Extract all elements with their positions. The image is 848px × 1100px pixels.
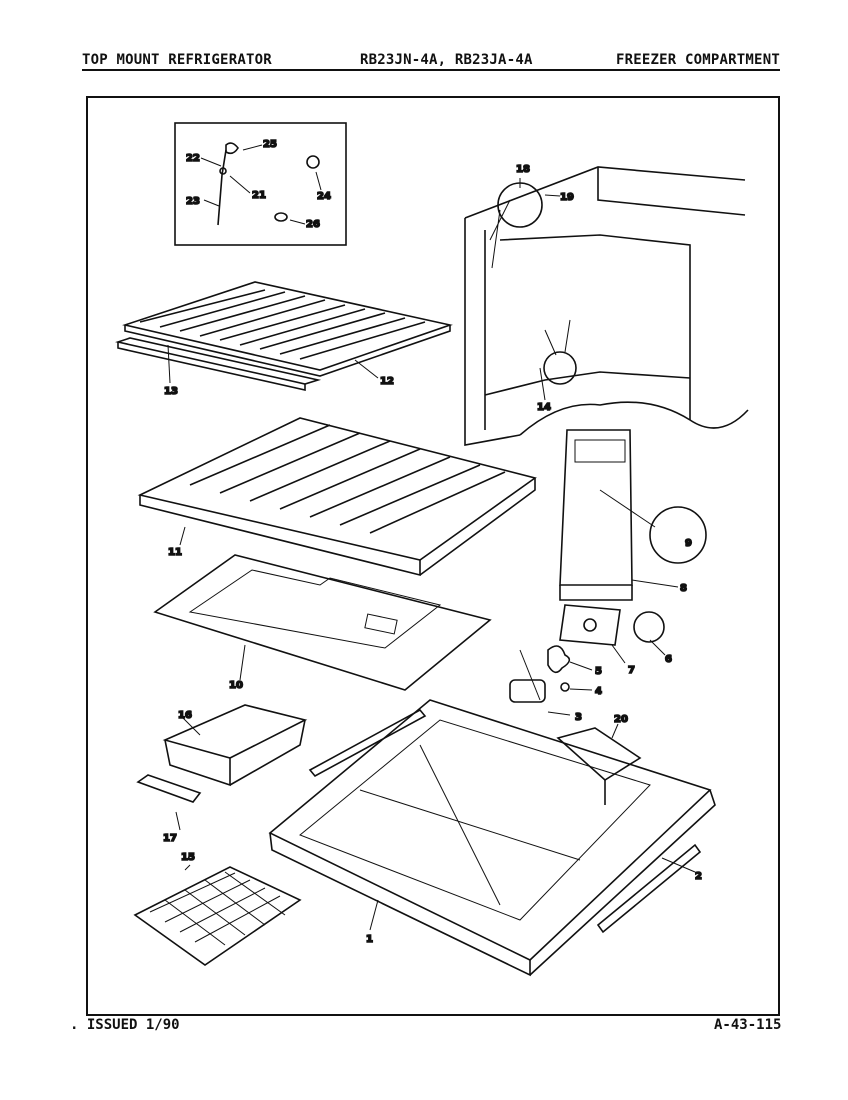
callout-19: 19 [560,192,574,203]
part-2-gasket [308,708,702,934]
part-3-fan-motor [509,679,546,703]
callout-12: 12 [380,376,394,387]
part-11-grid-shelf [137,417,537,577]
header-model-numbers: RB23JN-4A, RB23JA-4A [360,52,533,68]
part-21-clip [219,167,227,175]
header-rule [82,69,780,71]
callout-5: 5 [595,666,602,677]
part-26-washer [274,212,288,222]
issue-date: . ISSUED 1/90 [70,1017,180,1033]
callout-10: 10 [229,680,243,691]
page-code: A-43-115 [714,1017,782,1033]
callout-22: 22 [186,153,200,164]
part-16-ice-bin [162,704,308,787]
inset-small-parts [174,122,347,246]
leader-lines [167,178,696,931]
callout-1: 1 [366,934,373,945]
callout-16: 16 [178,710,192,721]
callout-15: 15 [181,852,195,863]
part-6-detail [633,611,665,643]
callout-8: 8 [680,583,687,594]
freezer-cabinet [464,166,749,446]
header-model-type: TOP MOUNT REFRIGERATOR [82,52,272,68]
part-10-shelf-panel [153,554,492,691]
callout-2: 2 [695,871,702,882]
part-12-wire-shelf [122,281,453,377]
callout-9: 9 [685,538,692,549]
header-section: FREEZER COMPARTMENT [616,52,780,68]
part-8-evaporator-cover [559,429,707,601]
part-20-air-duct [556,727,642,805]
callout-6: 6 [665,654,672,665]
callout-21: 21 [252,190,266,201]
part-23-tube [217,149,227,226]
callout-7: 7 [628,665,635,676]
callout-14: 14 [537,402,551,413]
callout-20: 20 [614,714,628,725]
part-18-lamp-detail [497,182,543,228]
callout-4: 4 [595,686,602,697]
callout-18: 18 [516,164,530,175]
part-17-bin-bracket [136,774,202,803]
callout-25: 25 [263,139,277,150]
part-25-fitting [225,142,239,155]
part-13-shelf-rail [115,337,322,391]
callout-24: 24 [317,191,331,202]
fan-assembly [509,604,665,703]
part-15-ice-tray [133,866,302,966]
callout-11: 11 [168,547,182,558]
callout-3: 3 [575,712,582,723]
callout-17: 17 [163,833,177,844]
part-7-fan-bracket [559,604,621,646]
callout-26: 26 [306,219,320,230]
callout-23: 23 [186,196,200,207]
part-1-freezer-floor [268,699,716,977]
part-4-grommet [560,682,570,692]
callout-13: 13 [164,386,178,397]
diagram-frame [86,96,780,1016]
part-5-fan-blade [547,645,571,674]
part-14-control-detail [543,351,577,385]
part-24-plug [306,155,320,169]
part-9-detail [649,506,707,564]
